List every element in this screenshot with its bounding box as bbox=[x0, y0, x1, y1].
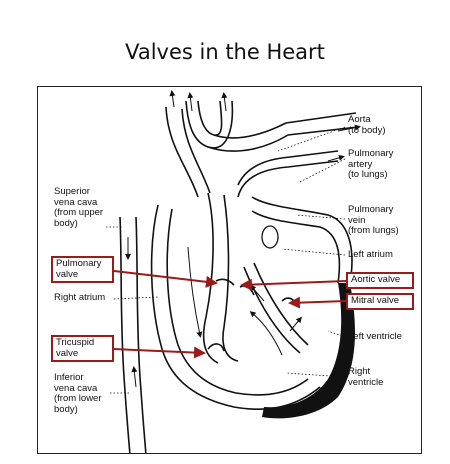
label-aortic-valve: Aortic valve bbox=[346, 272, 414, 289]
heart-diagram: Aorta (to body) Pulmonary artery (to lun… bbox=[37, 86, 422, 454]
label-left-ventricle: Left ventricle bbox=[348, 331, 402, 342]
label-pulmonary-valve: Pulmonary valve bbox=[51, 256, 114, 283]
left-atrium-ring bbox=[261, 225, 279, 249]
label-inferior-vena-cava: Inferior vena cava (from lower body) bbox=[54, 372, 102, 415]
label-right-ventricle: Right ventricle bbox=[348, 366, 384, 388]
label-right-atrium: Right atrium bbox=[54, 292, 106, 303]
heart-outline bbox=[150, 192, 353, 410]
page-title: Valves in the Heart bbox=[125, 40, 325, 64]
flow-arrows bbox=[125, 90, 361, 388]
label-pulmonary-vein: Pulmonary vein (from lungs) bbox=[348, 204, 399, 236]
label-mitral-valve: Mitral valve bbox=[346, 293, 414, 310]
label-tricuspid-valve: Tricuspid valve bbox=[51, 335, 114, 362]
label-aorta: Aorta (to body) bbox=[348, 114, 386, 136]
left-ventricle-wall bbox=[262, 283, 355, 419]
great-vessels bbox=[165, 100, 359, 198]
leader-lines bbox=[106, 126, 346, 394]
heart-drawing bbox=[106, 90, 361, 453]
label-superior-vena-cava: Superior vena cava (from upper body) bbox=[54, 186, 104, 229]
valve-callout-arrows bbox=[113, 270, 347, 359]
vena-cava-tube bbox=[119, 216, 147, 453]
label-left-atrium: Left atrium bbox=[348, 249, 393, 260]
label-pulmonary-artery: Pulmonary artery (to lungs) bbox=[348, 148, 394, 180]
